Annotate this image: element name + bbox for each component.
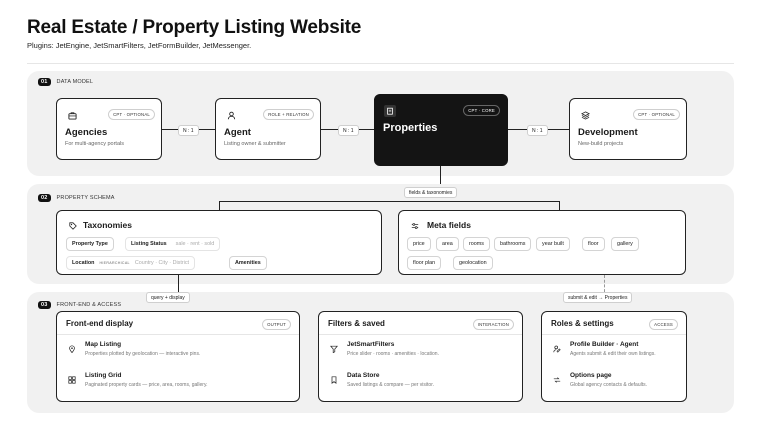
entity-card-agencies[interactable]: CPT · OPTIONAL Agencies For multi-agency… (56, 98, 162, 160)
card-title: Taxonomies (83, 220, 132, 230)
flow-label: query + display (146, 292, 190, 303)
meta-field-chip[interactable]: price (407, 237, 431, 251)
flow-label: fields & taxonomies (404, 187, 458, 198)
item-description: Agents submit & edit their own listings. (570, 351, 656, 357)
meta-field-chip[interactable]: bathrooms (494, 237, 532, 251)
section-label-frontend: 03 FRONT-END & ACCESS (38, 301, 121, 309)
bookmark-icon (329, 375, 339, 385)
map-pin-icon (67, 344, 77, 354)
item-title: JetSmartFilters (347, 341, 395, 348)
relation-badge: N : 1 (338, 125, 359, 136)
chip-values: Country · City · District (134, 260, 190, 266)
briefcase-icon (67, 110, 77, 120)
meta-field-chip[interactable]: floor (582, 237, 605, 251)
toggles-icon (552, 375, 562, 385)
entity-title: Agencies (65, 127, 108, 138)
connector-line (440, 166, 441, 201)
taxonomy-chip-amenities[interactable]: Amenities (229, 256, 267, 270)
grid-icon (67, 375, 77, 385)
type-badge: CPT · OPTIONAL (108, 109, 155, 120)
entity-card-properties[interactable]: CPT · CORE Properties (374, 94, 508, 166)
section-label-schema: 02 PROPERTY SCHEMA (38, 194, 115, 202)
taxonomies-card: Taxonomies Property Type Listing Status … (56, 210, 382, 275)
flow-label: submit & edit → Properties (563, 292, 633, 303)
frontend-display-card: Front-end display OUTPUT Map Listing Pro… (56, 311, 300, 402)
filter-icon (329, 344, 339, 354)
chip-label: Property Type (72, 241, 108, 247)
section-number: 01 (38, 78, 51, 86)
item-title: Map Listing (85, 341, 122, 348)
entity-title: Properties (383, 122, 438, 134)
item-title: Options page (570, 372, 612, 379)
card-title: Roles & settings (551, 319, 614, 328)
connector-line (219, 201, 220, 210)
chip-label: Location (72, 260, 95, 266)
section-number: 02 (38, 194, 51, 202)
entity-description: For multi-agency portals (65, 141, 124, 147)
type-badge: CPT · OPTIONAL (633, 109, 680, 120)
type-badge: CPT · CORE (463, 105, 500, 116)
item-title: Profile Builder · Agent (570, 341, 639, 348)
type-badge: ROLE + RELATION (263, 109, 314, 120)
item-description: Global agency contacts & defaults. (570, 382, 647, 388)
section-title: FRONT-END & ACCESS (56, 302, 122, 308)
connector-line (559, 201, 560, 210)
building-icon (384, 105, 396, 117)
entity-card-agent[interactable]: ROLE + RELATION Agent Listing owner & su… (215, 98, 321, 160)
card-title: Filters & saved (328, 319, 385, 328)
chip-label: Amenities (235, 260, 261, 266)
chip-values: sale · rent · sold (175, 241, 215, 247)
entity-description: Listing owner & submitter (224, 141, 286, 147)
taxonomy-chip-property-type[interactable]: Property Type (66, 237, 114, 251)
type-badge: ACCESS (649, 319, 678, 330)
meta-field-chip[interactable]: rooms (463, 237, 490, 251)
entity-description: New-build projects (578, 141, 624, 147)
tag-icon (68, 221, 78, 231)
header-divider (27, 63, 734, 64)
meta-field-chip[interactable]: geolocation (453, 256, 493, 270)
meta-field-chip[interactable]: year built (536, 237, 570, 251)
layers-icon (580, 110, 590, 120)
sliders-icon (410, 221, 420, 231)
item-description: Paginated property cards — price, area, … (85, 382, 208, 388)
page-title: Real Estate / Property Listing Website (27, 17, 362, 38)
meta-field-chip[interactable]: area (436, 237, 459, 251)
section-title: DATA MODEL (56, 79, 94, 85)
section-label-data-model: 01 DATA MODEL (38, 78, 93, 86)
card-title: Front-end display (66, 319, 134, 328)
type-badge: OUTPUT (262, 319, 291, 330)
item-description: Saved listings & compare — per visitor. (347, 382, 434, 388)
meta-field-chip[interactable]: floor plan (407, 256, 442, 270)
item-title: Listing Grid (85, 372, 122, 379)
connector-line (219, 201, 559, 202)
section-title: PROPERTY SCHEMA (56, 195, 115, 201)
card-title: Meta fields (427, 220, 471, 230)
section-number: 03 (38, 301, 51, 309)
chip-label: Listing Status (131, 241, 167, 247)
type-badge: INTERACTION (472, 319, 514, 330)
meta-fields-card: Meta fields price area rooms bathrooms y… (398, 210, 686, 275)
chip-tag: HIERARCHICAL (99, 261, 130, 265)
user-icon (226, 110, 236, 120)
user-edit-icon (552, 344, 562, 354)
item-description: Price slider · rooms · amenities · locat… (347, 351, 439, 357)
item-title: Data Store (347, 372, 380, 379)
taxonomy-chip-location[interactable]: Location HIERARCHICAL Country · City · D… (66, 256, 196, 270)
relation-badge: N : 1 (527, 125, 548, 136)
card-divider (542, 334, 686, 335)
entity-title: Agent (224, 127, 251, 138)
card-divider (319, 334, 522, 335)
card-divider (57, 334, 299, 335)
taxonomy-chip-listing-status[interactable]: Listing Status sale · rent · sold (125, 237, 221, 251)
meta-field-chip[interactable]: gallery (611, 237, 639, 251)
entity-card-development[interactable]: CPT · OPTIONAL Development New-build pro… (569, 98, 687, 160)
relation-badge: N : 1 (178, 125, 199, 136)
filters-saved-card: Filters & saved INTERACTION JetSmartFilt… (318, 311, 523, 402)
page-subtitle: Plugins: JetEngine, JetSmartFilters, Jet… (27, 41, 252, 50)
entity-title: Development (578, 127, 638, 138)
roles-settings-card: Roles & settings ACCESS Profile Builder … (541, 311, 687, 402)
item-description: Properties plotted by geolocation — inte… (85, 351, 201, 357)
